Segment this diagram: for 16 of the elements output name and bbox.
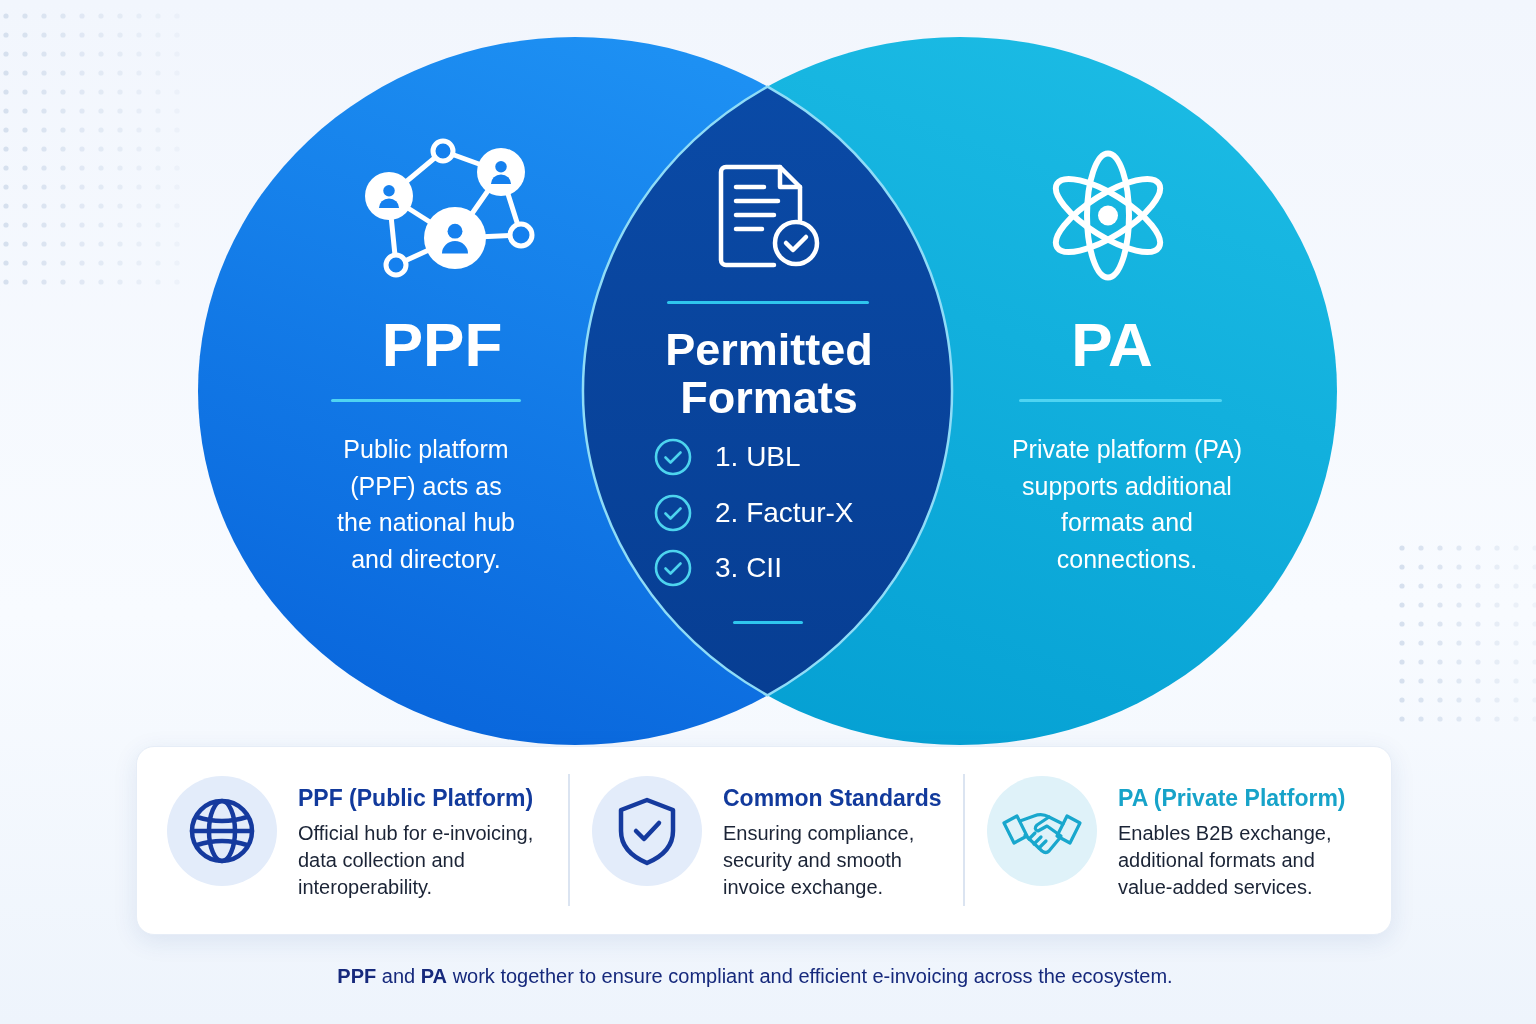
list-item: 3. CII	[715, 551, 782, 585]
feature-description: Official hub for e-invoicing, data collection and interoperability.	[298, 821, 535, 900]
feature-description: Ensuring compliance, security and smooth invoice exchange.	[723, 821, 916, 900]
section-heading: Permitted Formats	[664, 326, 874, 422]
circle-description: Private platform (PA) supports additional formats and connections.	[1010, 434, 1244, 575]
circle-heading: PA	[1071, 314, 1153, 376]
feature-heading: Common Standards	[723, 784, 942, 812]
list-item: 2. Factur-X	[715, 496, 854, 530]
feature-heading: PA (Private Platform)	[1118, 784, 1346, 812]
circle-heading: PPF	[381, 314, 503, 376]
caption-text: PPF and PA work together to ensure compliant and efficient e-invoicing across the ecosystem.	[337, 964, 1173, 988]
info-card	[136, 746, 1392, 935]
circle-description: Public platform (PPF) acts as the national hub and directory.	[336, 434, 516, 575]
feature-description: Enables B2B exchange, additional formats and value-added services.	[1118, 821, 1333, 900]
list-item: 1. UBL	[715, 440, 801, 474]
feature-heading: PPF (Public Platform)	[298, 784, 534, 812]
